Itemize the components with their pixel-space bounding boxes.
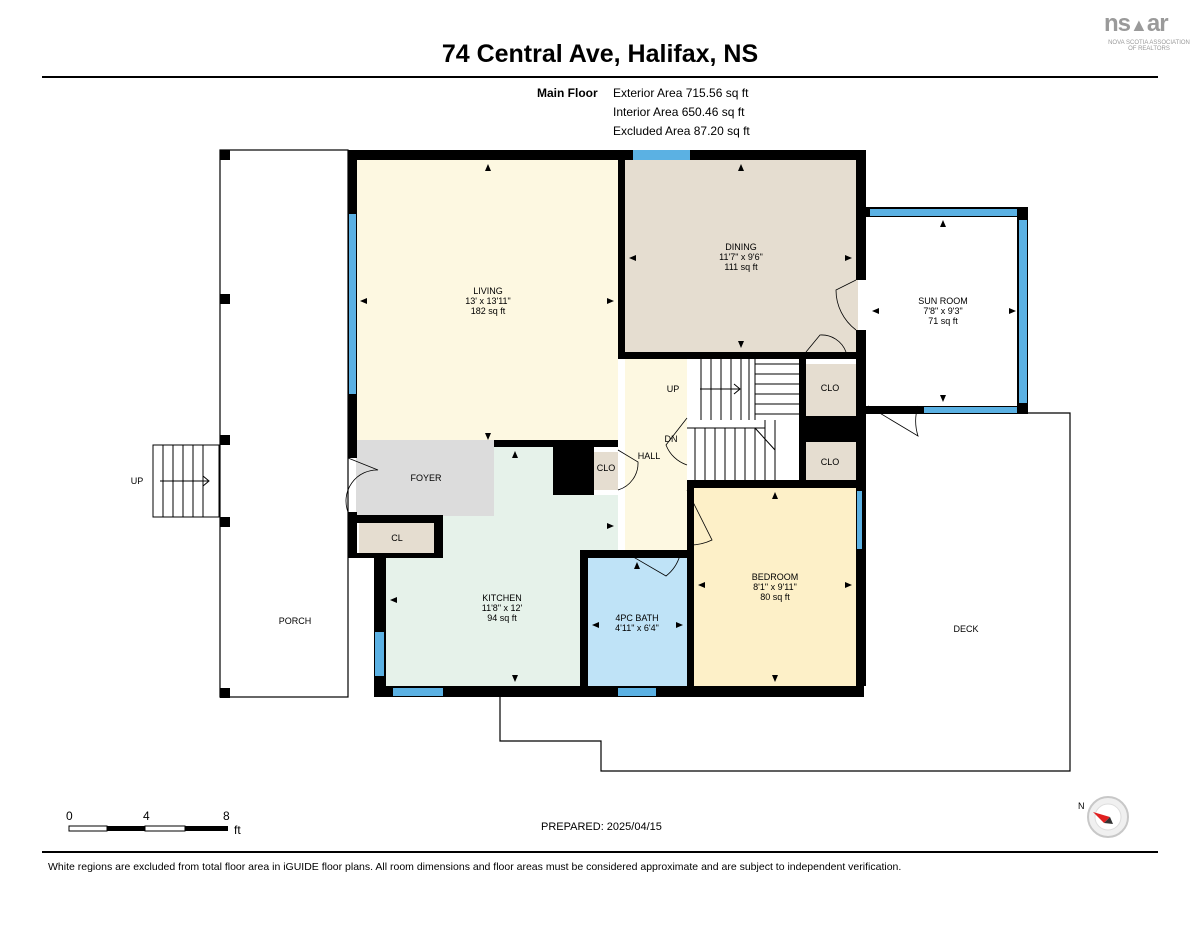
dining-fill bbox=[625, 160, 858, 352]
closet-upper-fill bbox=[806, 364, 856, 416]
prepared-date: PREPARED: 2025/04/15 bbox=[541, 821, 662, 833]
closet-cl-label: CL bbox=[391, 533, 403, 543]
living-name: LIVING bbox=[473, 286, 503, 296]
closet-hall-label: CLO bbox=[597, 463, 616, 473]
scale-bar bbox=[68, 825, 228, 832]
dimension-arrows bbox=[360, 164, 1016, 682]
bath-dims: 4'11" x 6'4" bbox=[615, 623, 659, 633]
disclaimer-footnote: White regions are excluded from total fl… bbox=[48, 861, 902, 873]
porch-stairs bbox=[152, 444, 220, 518]
compass-north-label: N bbox=[1078, 801, 1085, 811]
hall-name: HALL bbox=[638, 451, 661, 461]
porch-name: PORCH bbox=[279, 616, 312, 626]
exterior-area: Exterior Area 715.56 sq ft bbox=[613, 86, 749, 100]
sun-room-fill bbox=[868, 216, 1020, 406]
bedroom-area: 80 sq ft bbox=[760, 592, 790, 602]
bedroom-fill bbox=[694, 488, 856, 686]
sun-room-name: SUN ROOM bbox=[918, 296, 968, 306]
kitchen-area: 94 sq ft bbox=[487, 613, 517, 623]
interior-area: Interior Area 650.46 sq ft bbox=[613, 105, 745, 119]
bedroom-dims: 8'1" x 9'11" bbox=[753, 582, 797, 592]
interior-stairs bbox=[687, 358, 799, 480]
excluded-area: Excluded Area 87.20 sq ft bbox=[613, 124, 750, 138]
logo-wordmark: ns▲ar bbox=[1104, 10, 1169, 37]
stairs-down-fill bbox=[687, 420, 799, 482]
bedroom-name: BEDROOM bbox=[752, 572, 799, 582]
closet-lower-fill bbox=[806, 442, 856, 482]
dining-area: 111 sq ft bbox=[724, 262, 758, 272]
closet-hall-fill bbox=[594, 452, 618, 490]
footer-divider bbox=[42, 851, 1158, 853]
living-dims: 13' x 13'11" bbox=[465, 296, 511, 306]
scale-tick-0: 0 bbox=[66, 809, 73, 823]
scale-tick-4: 4 bbox=[143, 809, 150, 823]
porch-stairs-up-label: UP bbox=[131, 476, 144, 486]
hall-fill bbox=[625, 358, 687, 553]
stairs-down-label: DN bbox=[665, 434, 678, 444]
stairs-up-label: UP bbox=[667, 384, 680, 394]
kitchen-name: KITCHEN bbox=[482, 593, 522, 603]
windows bbox=[349, 150, 1027, 696]
sun-room-area: 71 sq ft bbox=[928, 316, 958, 326]
compass-icon bbox=[1087, 796, 1129, 838]
deck-name: DECK bbox=[953, 624, 978, 634]
kitchen-dims: 11'8" x 12' bbox=[482, 603, 523, 613]
porch-posts bbox=[220, 150, 230, 698]
porch-outline bbox=[219, 149, 349, 698]
closet-upper-label: CLO bbox=[821, 383, 840, 393]
dining-dims: 11'7" x 9'6" bbox=[719, 252, 763, 262]
sun-room-dims: 7'8" x 9'3" bbox=[923, 306, 962, 316]
bath-name: 4PC BATH bbox=[615, 613, 658, 623]
dining-name: DINING bbox=[725, 242, 757, 252]
scale-unit: ft bbox=[234, 823, 241, 837]
scale-tick-8: 8 bbox=[223, 809, 230, 823]
floor-name: Main Floor bbox=[537, 86, 598, 100]
closet-cl-fill bbox=[359, 523, 434, 553]
page-title: 74 Central Ave, Halifax, NS bbox=[441, 40, 759, 68]
header-divider bbox=[42, 76, 1158, 78]
living-fill bbox=[356, 160, 618, 447]
closet-lower-label: CLO bbox=[821, 457, 840, 467]
doors bbox=[345, 279, 919, 577]
living-area: 182 sq ft bbox=[471, 306, 506, 316]
deck-outline bbox=[499, 412, 1071, 772]
foyer-fill bbox=[356, 440, 494, 516]
kitchen-fill bbox=[386, 447, 618, 686]
foyer-name: FOYER bbox=[410, 473, 442, 483]
bath-fill bbox=[588, 558, 687, 686]
